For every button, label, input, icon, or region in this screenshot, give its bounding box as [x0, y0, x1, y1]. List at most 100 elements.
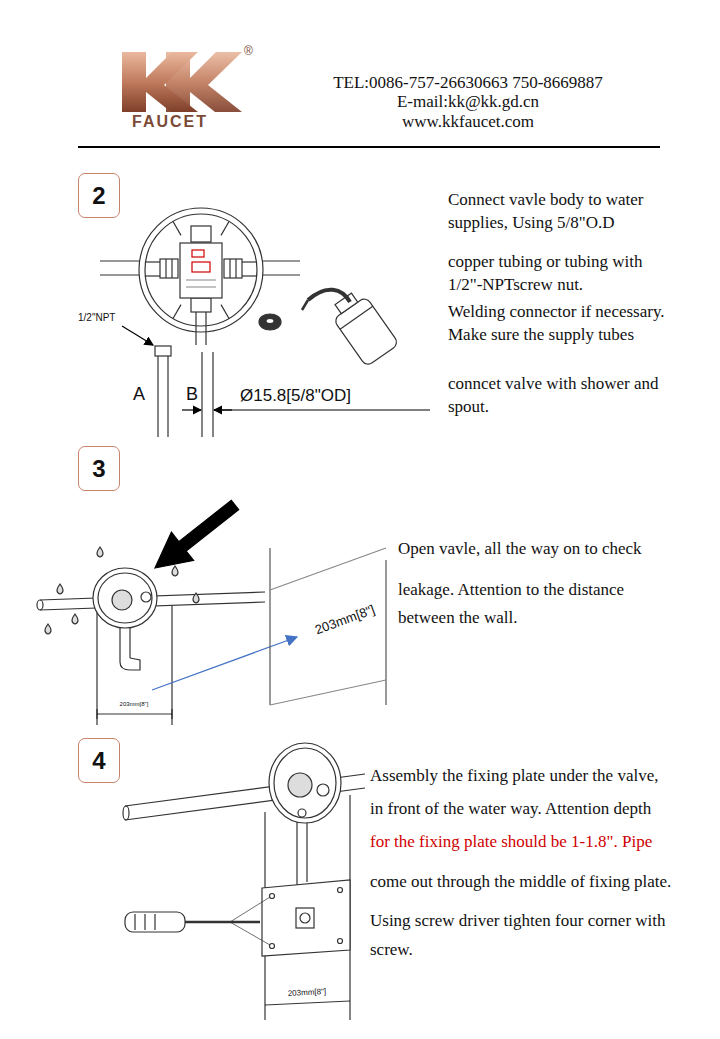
- step-number: 2: [92, 184, 105, 208]
- step-number-box: 4: [78, 738, 120, 783]
- leak-check-figure-part: [97, 714, 172, 715]
- distance-dimension: 203mm[8"]: [313, 602, 377, 638]
- fixing-plate-figure-part: [123, 806, 129, 820]
- fixing-plate-figure-part: [144, 914, 145, 930]
- fixing-plate-figure-part: [230, 897, 270, 922]
- leak-check-figure-part: [45, 624, 51, 634]
- valve-supply-figure: [100, 208, 430, 437]
- step-number-box: 3: [78, 446, 120, 491]
- leak-check-figure-part: [120, 658, 140, 670]
- valve-supply-figure-part: [327, 287, 399, 366]
- distance-dimension: 203mm[8"]: [288, 987, 327, 999]
- valve-supply-figure-part: [259, 314, 281, 330]
- leak-check-figure-part: [270, 680, 386, 705]
- instruction-text: Welding connector if necessary. Make sur…: [448, 300, 680, 346]
- fixing-plate-figure-part: [296, 822, 297, 885]
- leak-check-figure-part: [172, 709, 173, 719]
- fixing-plate-figure-part: [185, 921, 260, 924]
- leak-check-figure-part: [193, 593, 199, 603]
- fixing-plate-figure-part: [154, 914, 155, 930]
- instruction-text: Assembly the fixing plate under the valv…: [370, 765, 658, 786]
- leak-check-figure-part: [97, 709, 98, 719]
- valve-supply-figure-part: [221, 222, 229, 236]
- valve-supply-figure-part: [221, 305, 229, 319]
- warning-text: for the fixing plate should be 1-1.8". P…: [370, 831, 652, 852]
- step-number: 4: [92, 749, 105, 773]
- leak-check-figure-part: [141, 592, 151, 602]
- fixing-plate-figure-part: [125, 912, 185, 932]
- leak-check-figure: [37, 500, 386, 725]
- leak-check-figure-part: [93, 568, 157, 628]
- fixing-plate-figure-part: [288, 773, 312, 797]
- leak-check-figure-part: [171, 606, 172, 725]
- leak-check-figure-part: [96, 612, 97, 725]
- valve-supply-figure-part: [145, 261, 160, 262]
- leak-check-figure-part: [112, 590, 132, 610]
- fixing-plate-figure-part: [338, 939, 343, 944]
- valve-supply-figure-part: [308, 290, 350, 302]
- instruction-text: Open vavle, all the way on to check: [398, 538, 642, 559]
- leak-check-figure-part: [155, 500, 239, 568]
- valve-supply-figure-part: [155, 346, 171, 356]
- valve-supply-figure-part: [242, 261, 257, 262]
- instruction-text: copper tubing or tubing with 1/2"-NPTscr…: [448, 250, 680, 296]
- leak-check-figure-part: [98, 573, 152, 623]
- valve-supply-figure-part: [186, 279, 216, 280]
- fixing-plate-figure-part: [270, 894, 275, 899]
- valve-supply-figure-part: [157, 356, 158, 437]
- valve-supply-figure-part: [182, 409, 201, 410]
- fixing-plate-figure-part: [300, 913, 310, 923]
- valve-supply-figure-part: [160, 259, 178, 278]
- instruction-text: Connect vavle body to water supplies, Us…: [448, 188, 680, 234]
- valve-supply-figure-part: [201, 352, 202, 437]
- leak-check-figure-part: [270, 548, 386, 590]
- thread-callout: 1/2"NPT: [78, 311, 115, 324]
- valve-supply-figure-part: [173, 305, 181, 319]
- instruction-text: leakage. Attention to the distance betwe…: [398, 576, 666, 632]
- fixing-plate-figure-part: [296, 908, 314, 928]
- valve-supply-figure-part: [145, 214, 257, 326]
- valve-supply-figure-part: [214, 409, 430, 410]
- valve-supply-figure-part: [122, 326, 153, 345]
- pipe-label: A: [133, 383, 145, 406]
- fixing-plate-figure-part: [134, 914, 135, 930]
- leak-check-figure-part: [37, 600, 43, 610]
- valve-supply-figure-part: [192, 262, 210, 272]
- valve-supply-figure-part: [139, 208, 263, 332]
- leak-check-figure-part: [385, 560, 386, 705]
- leak-check-figure-part: [57, 584, 63, 594]
- valve-supply-figure-part: [173, 222, 181, 236]
- step-number: 3: [92, 457, 105, 481]
- brand-logo-part: [166, 52, 242, 112]
- valve-supply-figure-part: [205, 312, 206, 345]
- contact-phone: TEL:0086-757-26630663 750-8669887: [333, 72, 603, 93]
- instruction-text: in front of the water way. Attention dep…: [370, 798, 651, 819]
- contact-email: E-mail:kk@kk.gd.cn: [397, 91, 539, 112]
- fixing-plate-figure-part: [230, 922, 270, 945]
- leak-check-figure-part: [269, 548, 270, 705]
- valve-supply-figure-part: [266, 319, 274, 324]
- valve-supply-figure-part: [191, 226, 211, 242]
- fixing-plate-figure-part: [306, 822, 307, 882]
- fixing-plate-figure: [123, 743, 365, 1020]
- distance-dimension: 203mm[8"]: [120, 700, 149, 708]
- fixing-plate-figure-part: [270, 944, 275, 949]
- diameter-dimension: Ø15.8[5/8"OD]: [240, 385, 351, 406]
- fixing-plate-figure-part: [269, 743, 341, 823]
- valve-supply-figure-part: [229, 259, 230, 278]
- valve-supply-figure-part: [165, 259, 166, 278]
- contact-website: www.kkfaucet.com: [402, 111, 534, 132]
- fixing-plate-figure-part: [338, 888, 343, 893]
- valve-supply-figure-part: [195, 312, 196, 345]
- valve-supply-figure-part: [171, 259, 172, 278]
- pipe-label: B: [186, 383, 198, 406]
- valve-supply-figure-part-part: [340, 306, 373, 329]
- instruction-text: conncet valve with shower and spout.: [448, 372, 680, 418]
- leak-check-figure-part: [72, 614, 78, 624]
- step-number-box: 2: [78, 173, 120, 218]
- trademark-symbol: ®: [244, 44, 253, 59]
- valve-supply-figure-part: [242, 275, 257, 276]
- fixing-plate-figure-part: [274, 748, 336, 818]
- instruction-text: Using screw driver tighten four corner w…: [370, 906, 670, 964]
